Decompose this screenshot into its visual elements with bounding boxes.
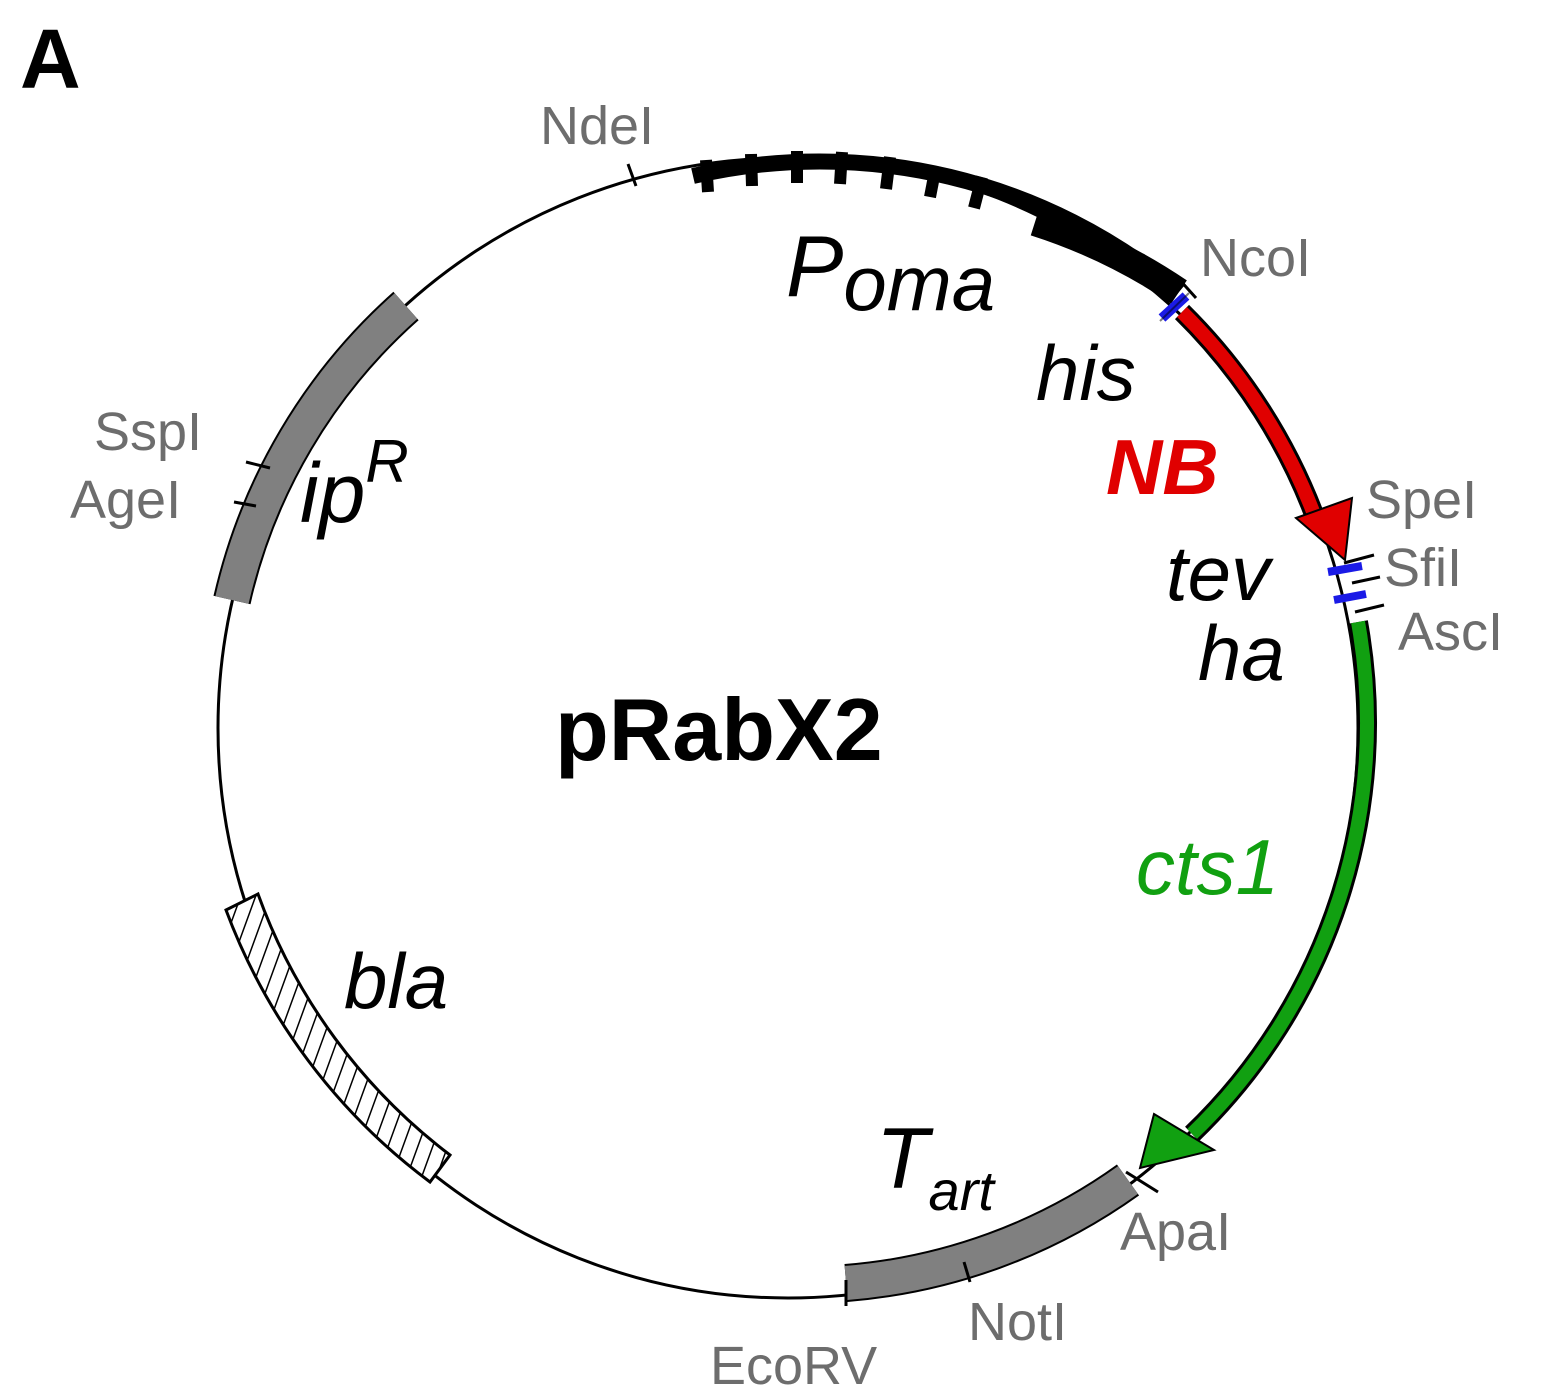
site-label-agei: AgeI [70, 470, 181, 530]
panel-label: A [20, 12, 81, 106]
sfii-tick [1351, 575, 1381, 585]
site-label-ecorv: EcoRV [710, 1336, 877, 1396]
his-tag-outline [1159, 292, 1190, 322]
site-label-noti: NotI [968, 1292, 1067, 1352]
tev-tag [1327, 562, 1363, 576]
tev-label: tev [1166, 529, 1274, 617]
promoter-segment-thick [1030, 208, 1187, 304]
ha-label: ha [1198, 609, 1285, 697]
bla-segment [224, 891, 453, 1185]
his-label: his [1036, 329, 1136, 417]
ndei-tick [626, 163, 638, 187]
sspi-tick [245, 460, 271, 470]
ipr-label-main: ip [300, 446, 365, 540]
noti-tick [962, 1261, 972, 1283]
promoter-label: Poma [786, 219, 995, 327]
nb-arrowhead [1294, 496, 1354, 562]
promoter-label-main: P [786, 219, 843, 315]
terminator-label-main: T [876, 1111, 934, 1207]
site-ticks [233, 163, 1385, 1306]
asci-tick [1354, 603, 1385, 614]
spei-tick [1343, 553, 1375, 565]
promoter-label-sub: oma [843, 239, 995, 327]
plasmid-name: pRabX2 [555, 680, 883, 779]
terminator-label-sub: art [929, 1159, 997, 1222]
site-label-spei: SpeI [1366, 470, 1477, 530]
bla-label: bla [344, 937, 448, 1025]
agei-tick [233, 500, 257, 508]
cts1-label: cts1 [1136, 823, 1279, 911]
site-label-asci: AscI [1398, 602, 1503, 662]
cts1-arrowhead [1138, 1112, 1217, 1170]
site-label-sfii: SfiI [1384, 538, 1462, 598]
ha-tag [1333, 590, 1367, 604]
apai-tick [1125, 1170, 1159, 1194]
promoter-ticks [700, 151, 988, 210]
site-label-ndei: NdeI [540, 96, 654, 156]
nb-label: NB [1106, 423, 1219, 511]
site-label-apai: ApaI [1120, 1202, 1231, 1262]
site-label-ncoi: NcoI [1200, 228, 1311, 288]
ncoi-tick [1176, 276, 1198, 300]
terminator-label: Tart [876, 1111, 996, 1222]
ipr-label: ipR [300, 428, 409, 540]
ipr-label-sup: R [365, 428, 408, 495]
site-label-sspi: SspI [94, 402, 202, 462]
